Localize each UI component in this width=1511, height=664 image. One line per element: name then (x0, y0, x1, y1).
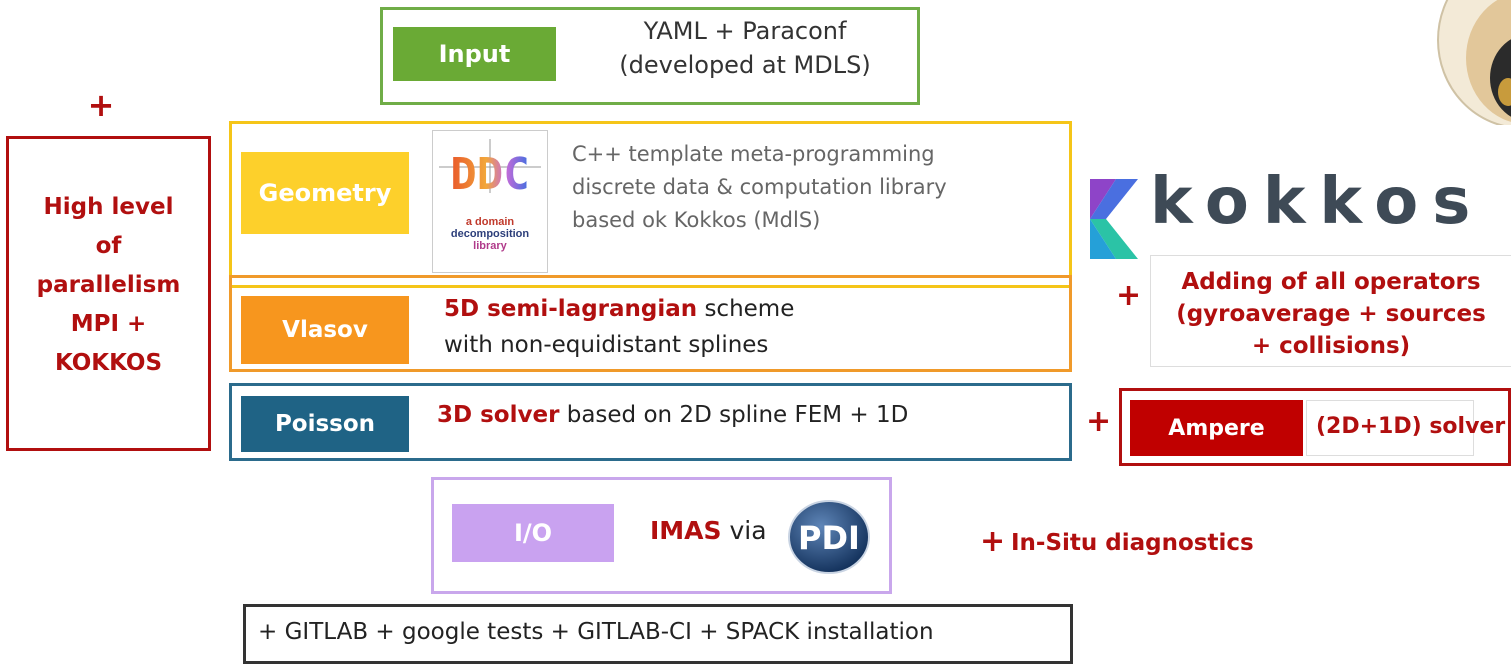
poisson-label: Poisson (241, 396, 409, 452)
vlasov-label: Vlasov (241, 296, 409, 364)
vlasov-highlight: 5D semi-lagrangian (444, 296, 698, 322)
geometry-block (229, 121, 1072, 288)
ampere-solver-text: (2D+1D) solver (1316, 414, 1506, 439)
ddc-logo: DDC a domain decomposition library (432, 130, 548, 273)
ampere-plus: + (1086, 404, 1112, 439)
vlasov-line-2: with non-equidistant splines (444, 332, 769, 358)
pdi-logo-text: PDI (798, 519, 860, 557)
kokkos-mark (1090, 179, 1138, 259)
poisson-block (229, 383, 1072, 461)
ddc-logo-graphic: DDC a domain decomposition library (439, 139, 541, 252)
input-label: Input (393, 27, 556, 81)
input-line-1: YAML + Paraconf (643, 17, 847, 45)
insitu-plus: + (980, 524, 1006, 559)
pdi-logo-graphic: PDI (788, 500, 870, 574)
geometry-line-1: C++ template meta-programming (572, 142, 935, 166)
ampere-block (1119, 388, 1511, 466)
input-line-2: (developed at MDLS) (619, 51, 871, 79)
parallelism-line-2: of (95, 233, 122, 259)
geometry-label: Geometry (241, 152, 409, 234)
io-highlight: IMAS (650, 516, 722, 545)
vlasov-line-1: 5D semi-lagrangian scheme (444, 291, 1044, 327)
ampere-solver-box (1306, 400, 1474, 456)
input-description: YAML + Paraconf (developed at MDLS) (585, 14, 905, 82)
parallelism-line-5: KOKKOS (54, 350, 163, 376)
geometry-line-3: based ok Kokkos (MdlS) (572, 208, 821, 232)
operators-line-3: + collisions) (1251, 333, 1411, 359)
io-label: I/O (452, 504, 614, 562)
parallelism-line-4: MPI + (70, 311, 147, 337)
kokkos-logo-icon (1088, 177, 1140, 261)
ddc-logo-title: DDC (450, 149, 529, 200)
ddc-logo-line-2: decomposition (451, 228, 530, 240)
poisson-description: 3D solver based on 2D spline FEM + 1D (437, 402, 1037, 428)
io-block (431, 477, 892, 594)
operators-text: Adding of all operators (gyroaverage + s… (1152, 266, 1510, 362)
ampere-label: Ampere (1130, 400, 1303, 456)
io-rest: via (721, 516, 767, 545)
pdi-logo: PDI (787, 499, 871, 575)
poisson-rest: based on 2D spline FEM + 1D (559, 402, 909, 428)
ddc-logo-line-3: library (473, 240, 508, 252)
ddc-logo-line-1: a domain (466, 216, 515, 228)
insitu-text: In-Situ diagnostics (1011, 530, 1254, 556)
parallelism-block (6, 136, 211, 451)
parallelism-text: High level of parallelism MPI + KOKKOS (6, 188, 211, 383)
input-block (380, 7, 920, 105)
vlasov-rest: scheme (697, 296, 795, 322)
parallelism-line-1: High level (43, 194, 174, 220)
operators-line-1: Adding of all operators (1181, 269, 1481, 295)
operators-line-2: (gyroaverage + sources (1176, 301, 1486, 327)
parallelism-plus: + (87, 86, 115, 124)
operators-plus: + (1116, 278, 1142, 313)
vlasov-block (229, 275, 1072, 372)
corner-torus-image (1430, 0, 1511, 129)
parallelism-line-3: parallelism (36, 272, 181, 298)
tools-text: + GITLAB + google tests + GITLAB-CI + SP… (258, 619, 934, 645)
io-description: IMAS via (650, 516, 767, 545)
geometry-line-2: discrete data & computation library (572, 175, 947, 199)
vlasov-description: 5D semi-lagrangian scheme with non-equid… (444, 291, 1044, 363)
geometry-description: C++ template meta-programming discrete d… (572, 138, 1052, 237)
operators-block (1150, 255, 1511, 367)
kokkos-wordmark: kokkos (1150, 165, 1485, 239)
torus-graphic (1437, 0, 1511, 129)
poisson-highlight: 3D solver (437, 402, 560, 428)
